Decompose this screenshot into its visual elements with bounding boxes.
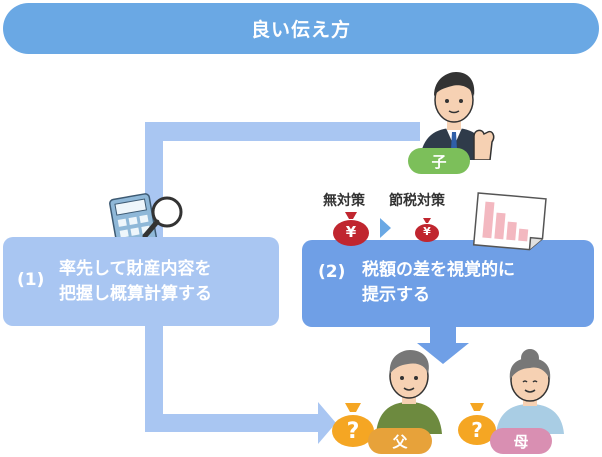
question-mark-mother: ? [471,418,483,442]
step1-number: (1) [17,270,45,290]
calculator-magnifier-icon [109,193,183,252]
step2-line1: 税額の差を視覚的に [362,260,515,280]
mother-avatar [496,349,564,434]
money-bag-large-icon: ¥ [331,208,371,246]
question-mark-father: ? [346,419,360,444]
bar-chart-document-icon [472,192,547,251]
page-title: 良い伝え方 [3,3,599,54]
step1-line2: 把握し概算計算する [59,284,212,304]
arrow-step2-to-family [417,327,469,364]
question-bag-father-icon: ? [330,400,376,448]
step1-box: (1) 率先して財産内容を 把握し概算計算する [3,237,279,326]
yen-symbol-small: ¥ [423,225,431,238]
father-avatar [376,350,442,434]
connector-step1-to-father [145,326,336,444]
step1-line1: 率先して財産内容を [59,259,212,279]
father-label: 父 [368,428,432,454]
step2-number: (2) [318,262,346,282]
yen-symbol-large: ¥ [345,223,357,241]
connector-child-to-step1 [145,122,420,237]
arrow-measure-compare [380,218,391,238]
money-bag-small-icon: ¥ [413,215,441,243]
child-avatar [420,72,495,160]
no-measure-label: 無対策 [323,193,365,209]
mother-label: 母 [490,428,552,454]
child-label: 子 [408,148,470,174]
step2-box: (2) 税額の差を視覚的に 提示する [302,240,594,327]
question-bag-mother-icon: ? [456,400,498,446]
step2-line2: 提示する [362,285,430,305]
tax-measure-label: 節税対策 [389,193,445,209]
